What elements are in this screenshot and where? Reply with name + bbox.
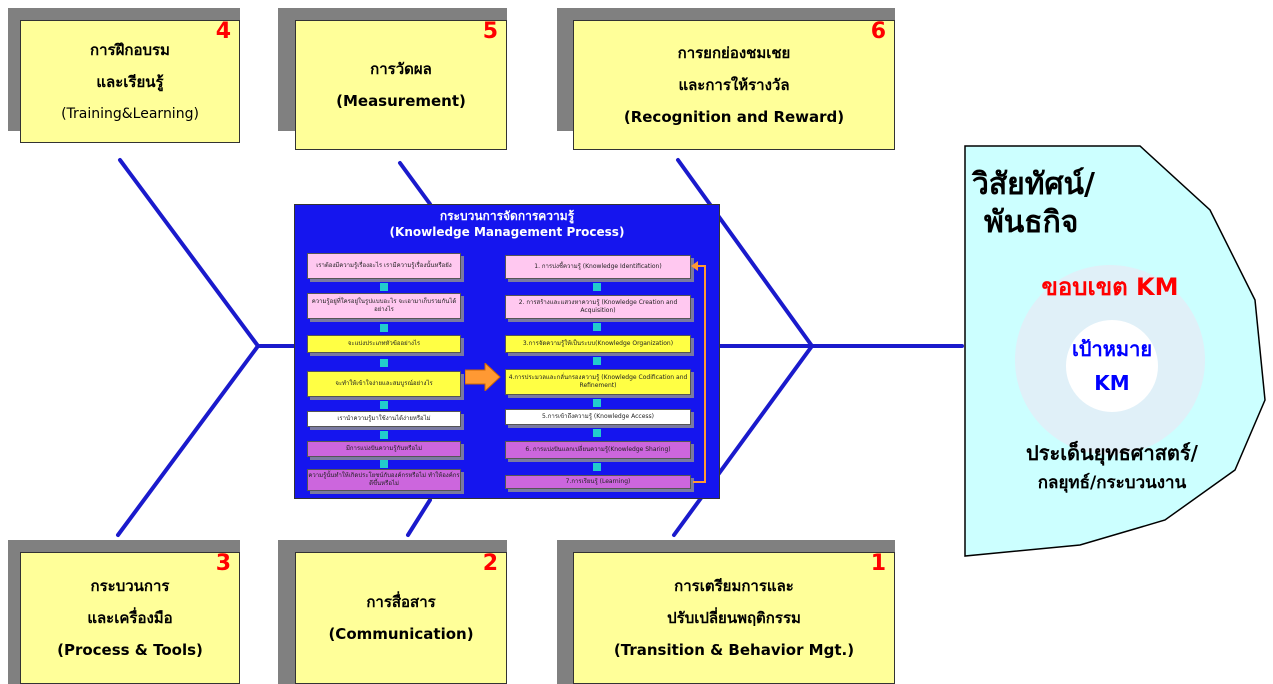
box-number: 4 (215, 19, 231, 44)
question-step: จะแบ่งประเภทหัวข้ออย่างไร (307, 335, 461, 353)
box-line: การฝึกอบรม (90, 40, 170, 59)
question-step: มีการแบ่งปันความรู้กันหรือไม่ (307, 441, 461, 457)
box-number: 2 (482, 551, 498, 576)
strategy-label: ประเด็นยุทธศาสตร์/ กลยุทธ์/กระบวนงาน (1026, 441, 1198, 493)
connector (380, 460, 388, 468)
measurement-box: 5 การวัดผล (Measurement) (295, 19, 507, 150)
process-tools-box: 3 กระบวนการ และเครื่องมือ (Process & Too… (20, 551, 240, 684)
box-line: (Recognition and Reward) (623, 108, 845, 126)
box-line: (Training&Learning) (61, 105, 199, 122)
km-step: 2. การสร้างและแสวงหาความรู้ (Knowledge C… (505, 295, 691, 319)
box-number: 5 (482, 19, 498, 44)
box-number: 6 (870, 19, 886, 44)
bone-3 (116, 344, 260, 537)
question-step: เราต้องมีความรู้เรื่องอะไร เรามีความรู้เ… (307, 253, 461, 279)
bone-2 (406, 498, 432, 537)
box-line: (Transition & Behavior Mgt.) (613, 641, 855, 659)
connector (380, 431, 388, 439)
connector (593, 399, 601, 407)
communication-box: 2 การสื่อสาร (Communication) (295, 551, 507, 684)
km-step: 5.การเข้าถึงความรู้ (Knowledge Access) (505, 409, 691, 425)
process-arrow-icon (465, 363, 501, 391)
box-line: และเครื่องมือ (87, 609, 173, 627)
km-scope-label: ขอบเขต KM (1041, 273, 1179, 301)
box-line: (Process & Tools) (57, 641, 203, 659)
box-line: การวัดผล (370, 60, 432, 78)
vision-title: วิสัยทัศน์/ พันธกิจ (972, 167, 1096, 240)
bone-6 (676, 158, 814, 348)
km-step: 4.การประมวลและกลั่นกรองความรู้ (Knowledg… (505, 369, 691, 395)
km-process-panel: กระบวนการจัดการความรู้ (Knowledge Manage… (294, 204, 720, 499)
km-goal-label: เป้าหมาย KM (1071, 337, 1153, 395)
box-line: ปรับเปลี่ยนพฤติกรรม (667, 609, 801, 627)
box-line: การสื่อสาร (366, 593, 436, 611)
transition-behavior-box: 1 การเตรียมการและ ปรับเปลี่ยนพฤติกรรม (T… (573, 551, 895, 684)
connector (380, 324, 388, 332)
question-step: จะทำให้เข้าใจง่ายและสมบูรณ์อย่างไร (307, 371, 461, 397)
recognition-reward-box: 6 การยกย่องชมเชย และการให้รางวัล (Recogn… (573, 19, 895, 150)
connector (593, 283, 601, 291)
connector (593, 463, 601, 471)
km-step: 1. การบ่งชี้ความรู้ (Knowledge Identific… (505, 255, 691, 279)
connector (380, 283, 388, 291)
box-line: (Measurement) (336, 92, 466, 110)
box-line: (Communication) (328, 625, 474, 643)
km-step: 6. การแบ่งปันแลกเปลี่ยนความรู้(Knowledge… (505, 441, 691, 459)
bone-5 (398, 161, 432, 206)
km-step: 3.การจัดความรู้ให้เป็นระบบ(Knowledge Org… (505, 335, 691, 353)
km-step: 7.การเรียนรู้ (Learning) (505, 475, 691, 489)
connector (380, 401, 388, 409)
box-line: การเตรียมการและ (674, 577, 794, 595)
box-line: และการให้รางวัล (678, 76, 790, 94)
bone-1 (672, 344, 814, 537)
box-line: กระบวนการ (90, 577, 170, 595)
training-learning-box: 4 การฝึกอบรม และเรียนรู้ (Training&Learn… (20, 19, 240, 143)
connector (593, 323, 601, 331)
connector (593, 429, 601, 437)
feedback-loop-arrow (691, 261, 706, 483)
box-number: 3 (215, 551, 231, 576)
box-line: การยกย่องชมเชย (677, 44, 791, 62)
question-step: ความรู้นั้นทำให้เกิดประโยชน์กับองค์กรหรื… (307, 469, 461, 491)
km-process-title: กระบวนการจัดการความรู้ (Knowledge Manage… (389, 209, 625, 239)
box-number: 1 (870, 551, 886, 576)
question-step: เรานำความรู้มาใช้งานได้ง่ายหรือไม่ (307, 411, 461, 427)
goal-circle (1066, 320, 1158, 412)
bone-4 (118, 158, 260, 348)
connector (593, 357, 601, 365)
box-line: และเรียนรู้ (96, 72, 164, 91)
connector (380, 359, 388, 367)
question-step: ความรู้อยู่ที่ใครอยู่ในรูปแบบอะไร จะเอาม… (307, 293, 461, 319)
